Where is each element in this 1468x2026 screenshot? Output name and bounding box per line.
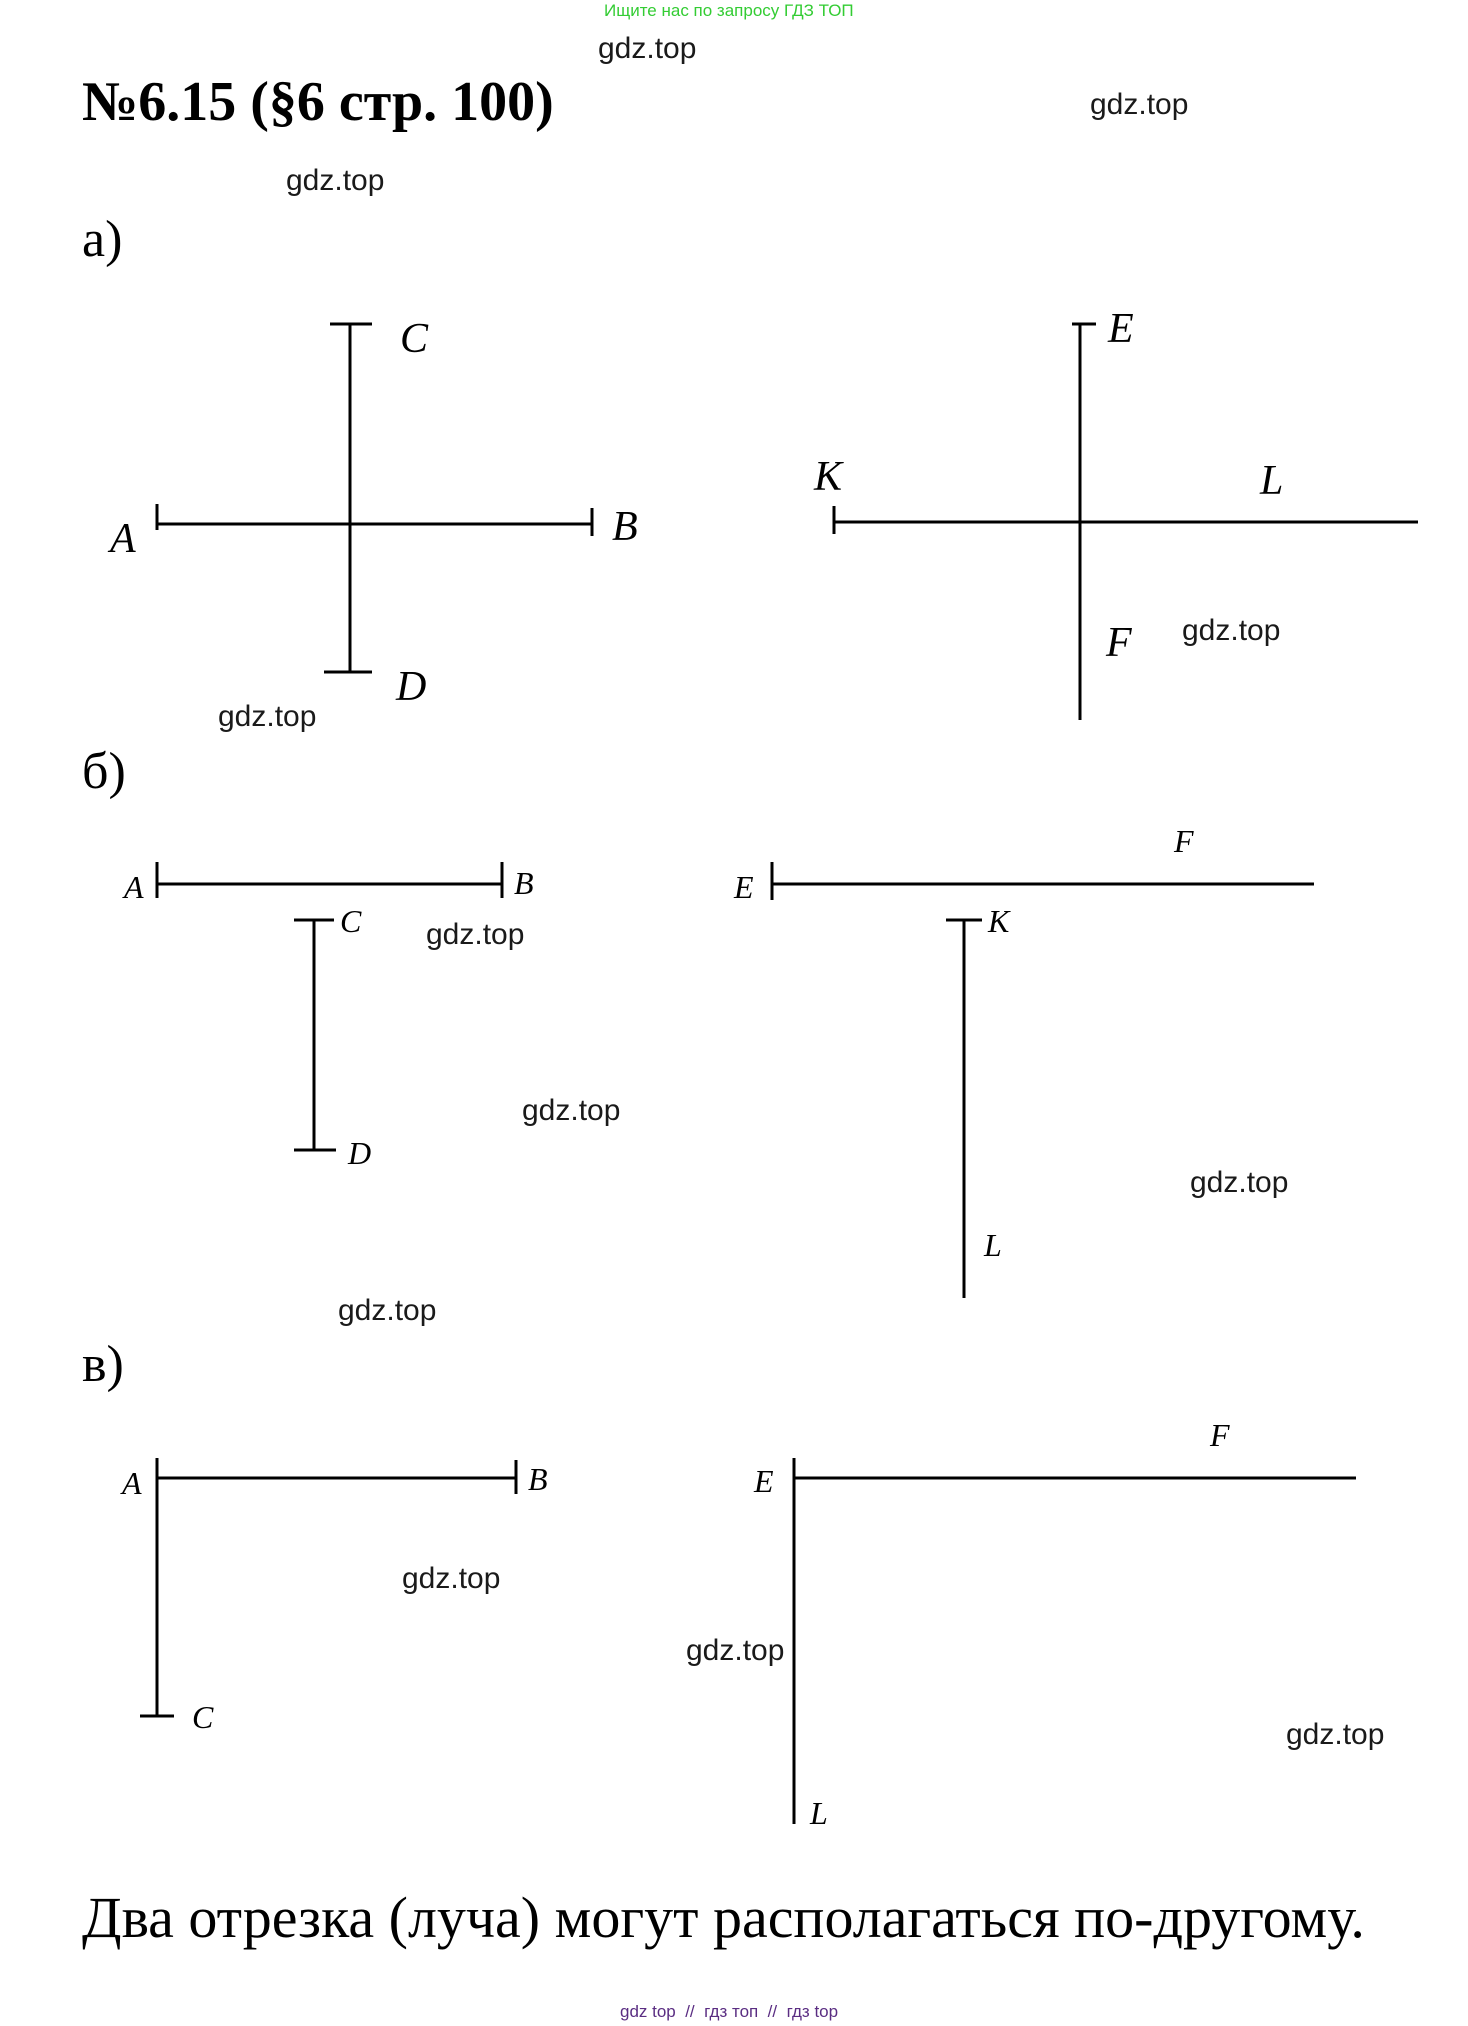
label-l: L	[809, 1795, 828, 1831]
part-a-label: а)	[82, 211, 123, 268]
watermark: gdz.top	[286, 164, 385, 197]
watermark: gdz.top	[1286, 1718, 1385, 1751]
watermark: gdz.top	[402, 1562, 501, 1595]
label-d: D	[347, 1135, 371, 1171]
figure-b-rays: E F K L	[733, 823, 1314, 1298]
watermark: gdz.top	[598, 32, 697, 65]
part-b-label: б)	[82, 743, 126, 800]
label-l: L	[1259, 458, 1283, 504]
label-a: A	[107, 516, 136, 562]
label-k: K	[987, 903, 1011, 939]
label-a: A	[120, 1465, 142, 1501]
watermark: gdz.top	[218, 700, 317, 733]
label-l: L	[983, 1227, 1002, 1263]
page-title: №6.15 (§6 стр. 100)	[82, 71, 554, 133]
figure-v-rays: E F L	[753, 1417, 1356, 1831]
label-f: F	[1173, 823, 1194, 859]
watermark: gdz.top	[686, 1634, 785, 1667]
watermark: gdz.top	[522, 1094, 621, 1127]
label-f: F	[1209, 1417, 1230, 1453]
label-c: C	[340, 903, 362, 939]
label-b: B	[528, 1461, 548, 1497]
watermark: gdz.top	[1090, 88, 1189, 121]
footer-links[interactable]: gdz top // гдз топ // гдз top	[620, 2002, 839, 2021]
part-v-label: в)	[82, 1336, 124, 1393]
label-e: E	[753, 1463, 774, 1499]
label-a: A	[122, 869, 144, 905]
figure-v-segments: A B C	[120, 1458, 548, 1735]
label-f: F	[1105, 620, 1132, 666]
conclusion-text: Два отрезка (луча) могут располагаться п…	[82, 1885, 1365, 1950]
figure-a-segments: A B C D	[107, 316, 638, 710]
top-banner[interactable]: Ищите нас по запросу ГДЗ ТОП	[604, 1, 854, 20]
figure-b-segments: A B C D	[122, 862, 534, 1171]
label-c: C	[192, 1699, 214, 1735]
label-d: D	[395, 664, 426, 710]
label-e: E	[1107, 306, 1134, 352]
watermark: gdz.top	[1182, 614, 1281, 647]
label-c: C	[400, 316, 429, 362]
figure-a-rays: E K L F	[813, 306, 1418, 720]
watermark: gdz.top	[1190, 1166, 1289, 1199]
label-e: E	[733, 869, 754, 905]
watermark: gdz.top	[426, 918, 525, 951]
label-k: K	[813, 454, 844, 500]
label-b: B	[514, 865, 534, 901]
label-b: B	[612, 504, 638, 550]
watermark: gdz.top	[338, 1294, 437, 1327]
